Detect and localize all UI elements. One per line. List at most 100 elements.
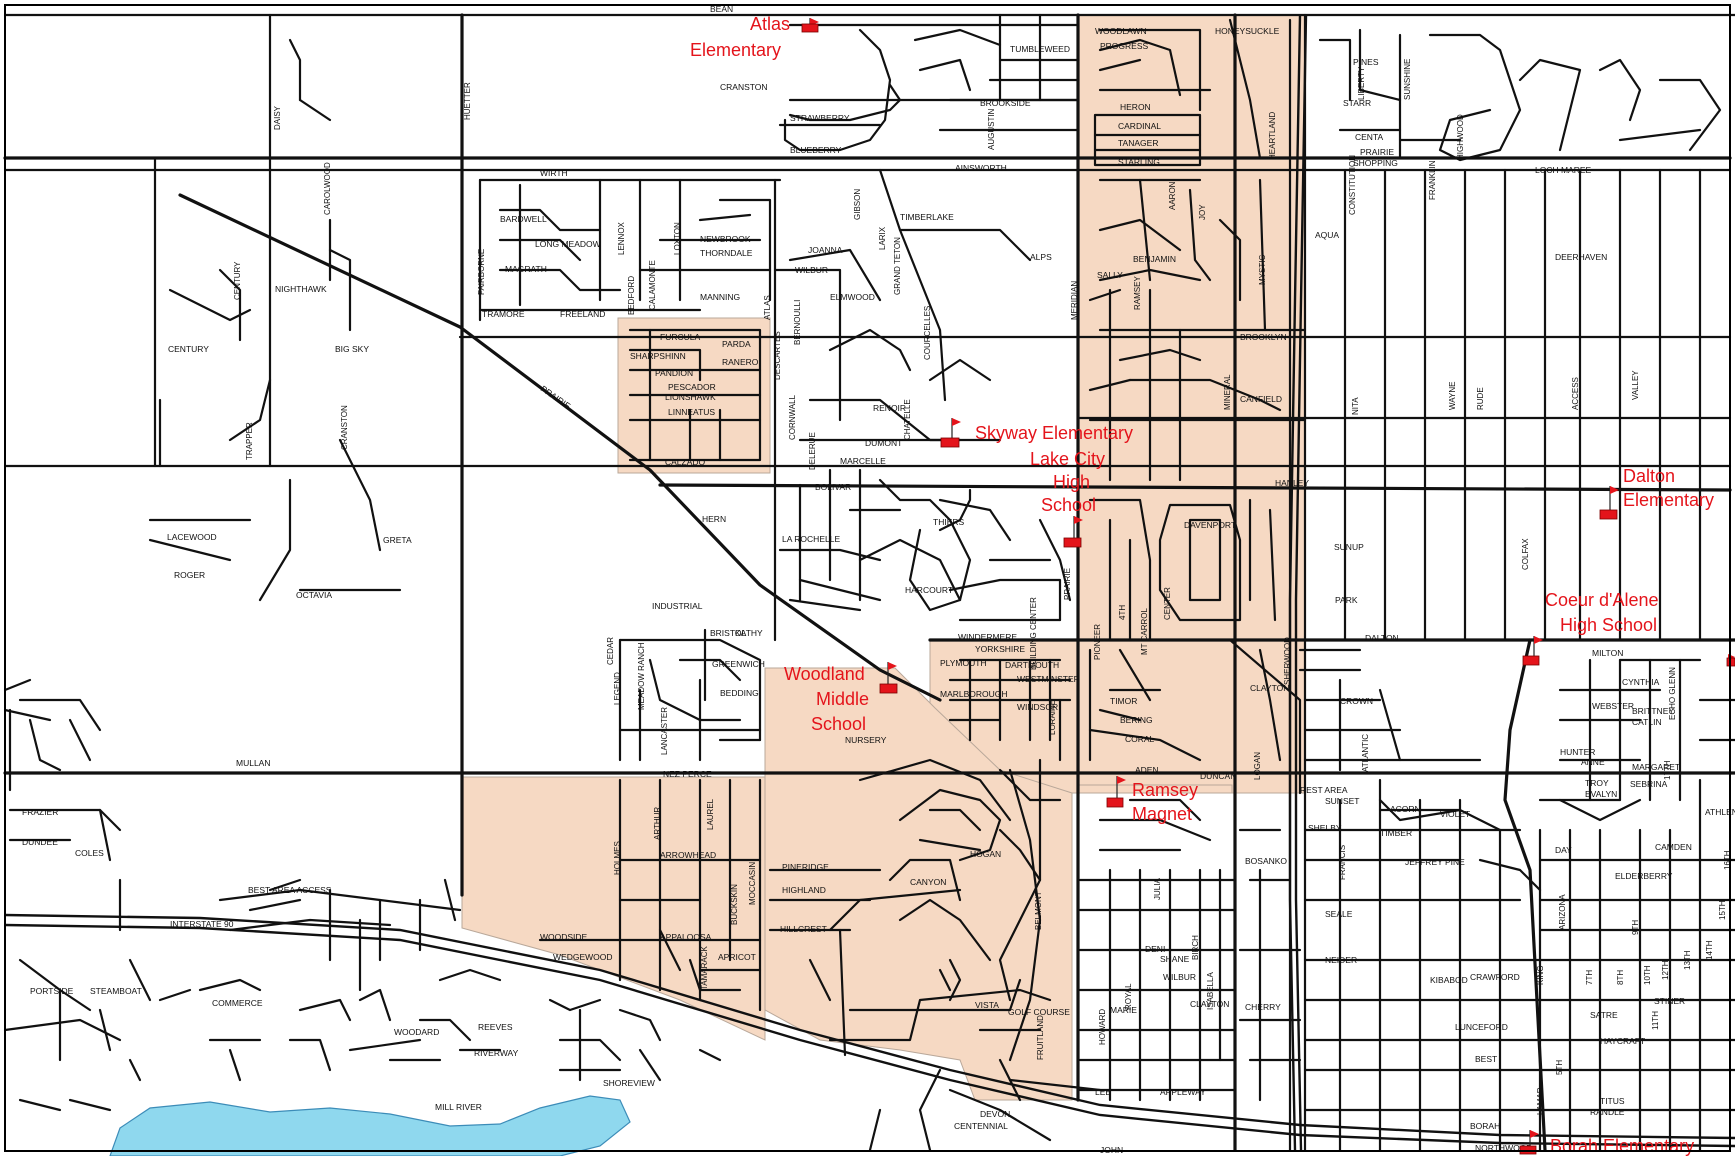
street-label: 14TH bbox=[1705, 940, 1714, 960]
street-label: CANFIELD bbox=[1240, 394, 1282, 404]
street-label: BORAH bbox=[1470, 1121, 1500, 1131]
street-label: LIONSHAWK bbox=[665, 392, 716, 402]
zone-southwest bbox=[461, 776, 766, 1041]
spokane-river bbox=[109, 1095, 631, 1156]
street-label: MILL RIVER bbox=[435, 1102, 482, 1112]
street-label: NITA bbox=[1351, 397, 1360, 415]
street-label: LOXTON bbox=[673, 222, 682, 255]
school-label-lake-city-2: High bbox=[1053, 472, 1090, 492]
street-label: RENOIR bbox=[873, 403, 906, 413]
street-label: ROYAL bbox=[1124, 983, 1133, 1010]
street-label: SHOREVIEW bbox=[603, 1078, 655, 1088]
school-label-lake-city-3: School bbox=[1041, 495, 1096, 515]
street-label: STRAWBERRY bbox=[790, 113, 850, 123]
street-label: BLUEBERRY bbox=[790, 145, 842, 155]
street-label: BOLIVAR bbox=[815, 482, 851, 492]
street-label: PLYMOUTH bbox=[940, 658, 987, 668]
street-label: LACEWOOD bbox=[167, 532, 217, 542]
street-labels: BEAN CRANSTON STRAWBERRY BLUEBERRY TUMBL… bbox=[22, 4, 1735, 1155]
street-label: 12TH bbox=[1661, 960, 1670, 980]
school-flag-woodland[interactable] bbox=[879, 662, 898, 694]
street-label: HAYCRAFT bbox=[1600, 1036, 1645, 1046]
street-label: HONEYSUCKLE bbox=[1215, 26, 1280, 36]
street-label: KING bbox=[1536, 965, 1545, 985]
street-label: DAISY bbox=[273, 105, 282, 130]
school-flag-dalton[interactable] bbox=[1599, 486, 1619, 520]
street-label: NURSERY bbox=[845, 735, 887, 745]
street-label: CENTURY bbox=[233, 261, 242, 300]
street-label: COLES bbox=[75, 848, 104, 858]
street-label: ISABELLA bbox=[1206, 972, 1215, 1010]
street-label: ATLANTIC bbox=[1361, 734, 1370, 772]
street-label: MEADOW RANCH bbox=[637, 642, 646, 710]
street-label: MAGRATH bbox=[505, 264, 547, 274]
street-label: MYSTIC bbox=[1258, 255, 1267, 285]
street-label: TUMBLEWEED bbox=[1010, 44, 1070, 54]
street-label: WAYNE bbox=[1448, 382, 1457, 410]
school-flag-lake-city[interactable] bbox=[1063, 516, 1083, 548]
street-label: TAMARACK bbox=[700, 945, 709, 990]
street-label: 4TH bbox=[1118, 605, 1127, 620]
street-label: BROOKLYN bbox=[1240, 332, 1287, 342]
street-label: WINDERMERE bbox=[958, 632, 1017, 642]
street-label: LOGAN bbox=[1253, 752, 1262, 780]
street-label: DUNDEE bbox=[22, 837, 58, 847]
street-label: CLAYTON bbox=[1190, 999, 1229, 1009]
street-label: DUMONT bbox=[865, 438, 902, 448]
street-label: TRAMORE bbox=[482, 309, 525, 319]
school-flag-ramsey[interactable] bbox=[1106, 776, 1126, 808]
street-label: DALTON bbox=[1365, 633, 1399, 643]
street-label: 16TH bbox=[1723, 850, 1732, 870]
street-label: ADEN bbox=[1135, 765, 1159, 775]
street-label: HERON bbox=[1120, 102, 1151, 112]
street-label: GRETA bbox=[383, 535, 412, 545]
school-flag-skyway[interactable] bbox=[940, 418, 961, 448]
street-label: CALAMONTE bbox=[648, 260, 657, 310]
road-network bbox=[3, 13, 1735, 1152]
street-label: MT CARROL bbox=[1140, 607, 1149, 655]
school-label-borah: Borah Elementary bbox=[1550, 1136, 1694, 1156]
street-label: SUNSHINE bbox=[1403, 59, 1412, 100]
street-label: BOSANKO bbox=[1245, 856, 1287, 866]
street-label: HOLMES bbox=[613, 841, 622, 875]
street-label: BEDFORD bbox=[627, 276, 636, 315]
street-label: OCTAVIA bbox=[296, 590, 332, 600]
street-label: 17TH bbox=[1663, 760, 1672, 780]
street-label: WEBSTER bbox=[1592, 701, 1634, 711]
street-label: SUNSET bbox=[1325, 796, 1359, 806]
street-label: YORKSHIRE bbox=[975, 644, 1025, 654]
street-label: CEDAR bbox=[606, 637, 615, 665]
street-label: STINER bbox=[1654, 996, 1685, 1006]
street-label: CLAYTON bbox=[1250, 683, 1289, 693]
street-label: CATLIN bbox=[1632, 717, 1662, 727]
street-label: APPALOOSA bbox=[660, 932, 712, 942]
street-label: MULLAN bbox=[236, 758, 270, 768]
school-flag-coeur[interactable] bbox=[1522, 636, 1543, 666]
street-label: BIRCH bbox=[1191, 935, 1200, 960]
street-label: CENTENNIAL bbox=[954, 1121, 1008, 1131]
school-flag-atlas[interactable] bbox=[801, 18, 819, 33]
street-label: BEST bbox=[1475, 1054, 1497, 1064]
street-label: CYNTHIA bbox=[1622, 677, 1660, 687]
street-label: WOODSIDE bbox=[540, 932, 588, 942]
map-frame bbox=[4, 4, 1731, 1152]
street-label: ECHO GLENN bbox=[1668, 667, 1677, 720]
street-label: GREENWICH bbox=[712, 659, 765, 669]
street-label: LA ROCHELLE bbox=[782, 534, 840, 544]
street-label: LENNOX bbox=[617, 221, 626, 255]
street-label: HIGHWOOD bbox=[1456, 114, 1465, 160]
street-label: 10TH bbox=[1643, 965, 1652, 985]
street-label: LONG MEADOW bbox=[535, 239, 601, 249]
street-label: LORAINE bbox=[1048, 700, 1057, 735]
street-label: WOODARD bbox=[394, 1027, 439, 1037]
school-label-ramsey-1: Ramsey bbox=[1132, 780, 1198, 800]
street-label: DAY bbox=[1555, 845, 1572, 855]
street-label: RIVERWAY bbox=[474, 1048, 519, 1058]
street-label: GOLF COURSE bbox=[1008, 1007, 1070, 1017]
street-label: MARCELLE bbox=[840, 456, 886, 466]
street-label: JOY bbox=[1198, 204, 1207, 220]
street-label: LARIX bbox=[878, 226, 887, 250]
street-label: BEDDING bbox=[720, 688, 759, 698]
street-label: CORNWALL bbox=[788, 394, 797, 440]
street-label: KIBABOD bbox=[1430, 975, 1468, 985]
